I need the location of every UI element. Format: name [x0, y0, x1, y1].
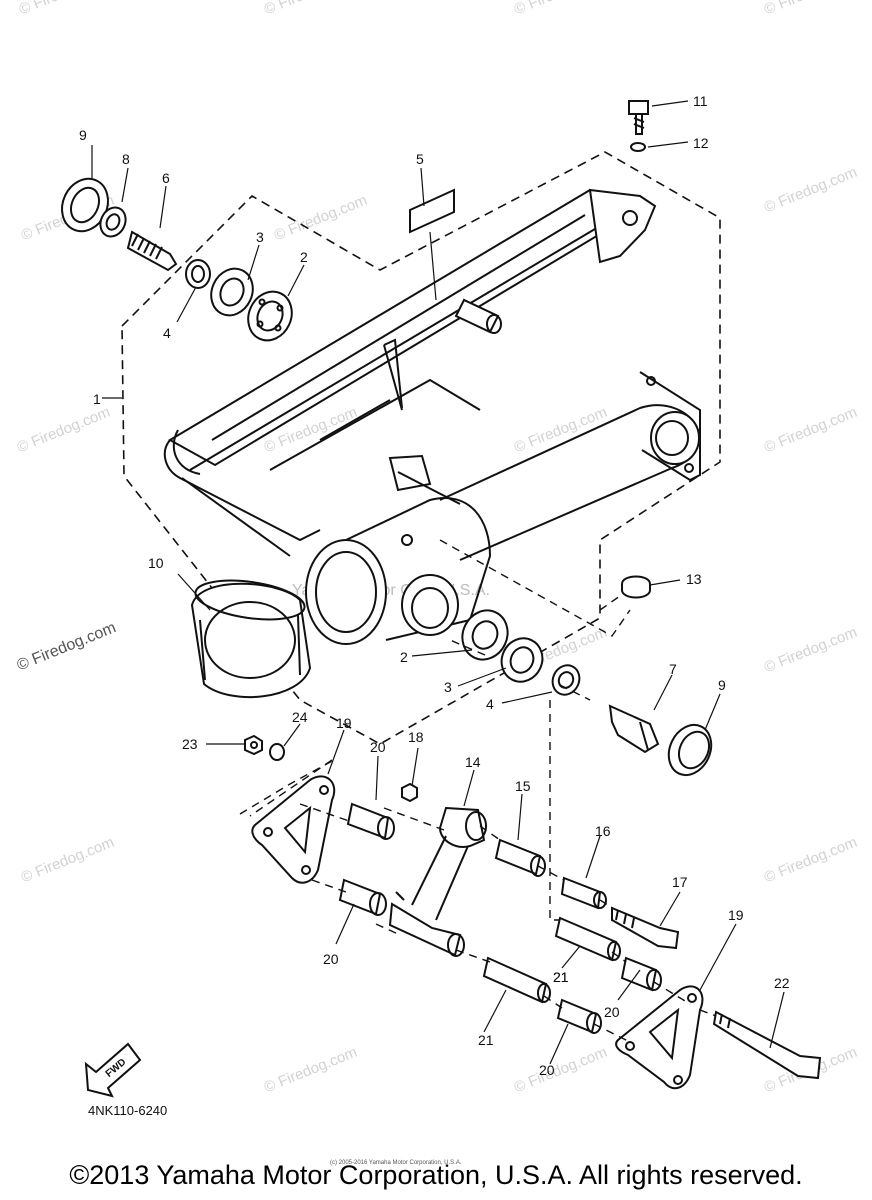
callout: 6 [162, 170, 170, 186]
bearing-2-bottom [461, 609, 509, 661]
callout: 18 [408, 729, 424, 745]
callout: 20 [323, 951, 339, 967]
nut-18 [401, 782, 418, 803]
callout: 1 [93, 391, 101, 407]
collar-20-a [346, 802, 390, 840]
callout: 21 [553, 969, 569, 985]
callout: 23 [182, 736, 198, 752]
chain-guard [409, 188, 455, 234]
nut-23 [244, 734, 263, 756]
cap-9-bottom [667, 723, 713, 777]
callout: 10 [148, 555, 164, 571]
callout: 15 [515, 778, 531, 794]
part-code: 4NK110-6240 [88, 1103, 168, 1118]
bolt-17 [611, 906, 680, 950]
collar-20-b [338, 878, 382, 916]
washer-12 [630, 142, 646, 152]
callout: 14 [465, 754, 481, 770]
spacer-21-right [554, 916, 618, 962]
collar-20-d [556, 998, 598, 1034]
callout: 21 [553, 969, 569, 985]
pivot-shaft [126, 230, 178, 272]
callout: 9 [79, 127, 87, 143]
callout: 16 [595, 823, 611, 839]
copyright-notice: ©2013 Yamaha Motor Corporation, U.S.A. A… [69, 1160, 803, 1190]
callout: 4 [163, 325, 171, 341]
fwd-arrow [84, 1042, 142, 1098]
callout: 19 [336, 715, 352, 731]
callout-labels: 1 2 3 4 5 6 7 8 9 10 11 12 13 14 15 16 1… [79, 93, 790, 1078]
bolt-11 [628, 100, 649, 135]
link-plate-19-right [615, 985, 704, 1090]
collar-4-bottom [551, 664, 581, 696]
callout: 20 [604, 1004, 620, 1020]
callout: 20 [370, 739, 386, 755]
oil-seal-3-bottom [500, 637, 544, 683]
collar-15 [494, 838, 542, 876]
leader-lines [91, 100, 785, 1065]
callout: 20 [539, 1062, 555, 1078]
collar-4-top [185, 259, 211, 289]
callout: 3 [256, 229, 264, 245]
callout: 2 [300, 249, 308, 265]
callout: 2 [400, 649, 408, 665]
callout: 4 [486, 696, 494, 712]
callout: 13 [686, 571, 702, 587]
callout: 9 [718, 677, 726, 693]
callout: 21 [478, 1032, 494, 1048]
spacer-21-lower [482, 956, 548, 1004]
swingarm [163, 188, 701, 645]
oil-seal-3-top [210, 267, 254, 317]
link-plate-19-left [251, 775, 336, 884]
callout: 19 [728, 907, 744, 923]
pivot-bolt-7 [608, 704, 660, 754]
cap-13 [621, 575, 651, 599]
protector-ring-10 [190, 579, 312, 699]
washer-24 [269, 743, 285, 761]
small-copyright: (c) 2005-2016 Yamaha Motor Corporation, … [330, 1160, 462, 1166]
bushing-8 [99, 206, 127, 238]
callout: 7 [669, 661, 677, 677]
callout: 24 [292, 709, 308, 725]
callout: 22 [774, 975, 790, 991]
callout: 11 [693, 93, 708, 109]
callout: 3 [444, 679, 452, 695]
callout: 12 [693, 135, 709, 151]
bolt-22 [712, 1010, 822, 1080]
callout: 17 [672, 874, 688, 890]
collar-20-c [620, 956, 658, 992]
callout: 5 [416, 151, 424, 167]
connecting-rod-14 [388, 806, 487, 957]
callout: 8 [122, 151, 130, 167]
